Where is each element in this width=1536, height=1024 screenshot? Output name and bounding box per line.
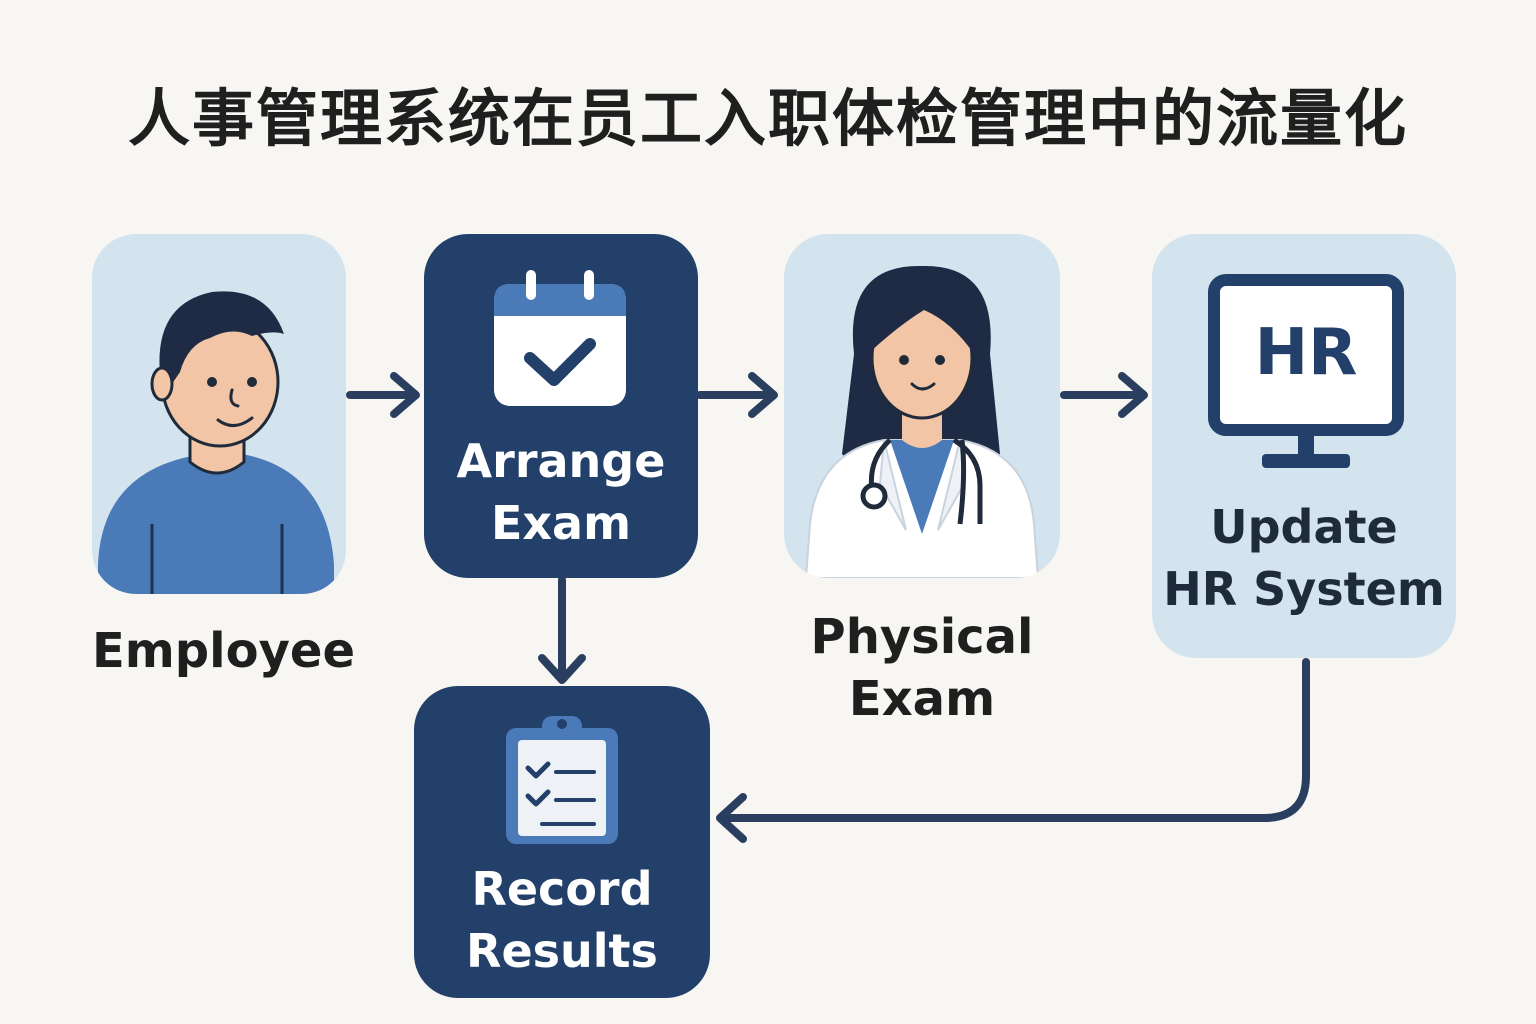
- diagram-title: 人事管理系统在员工入职体检管理中的流量化: [127, 82, 1408, 155]
- update-hr-card: HR Update HR System: [1152, 234, 1456, 658]
- update-hr-label: Update HR System: [1163, 500, 1445, 616]
- arrow-hr-to-record: [716, 658, 1310, 843]
- arrange-exam-card: Arrange Exam: [424, 234, 698, 578]
- physical-exam-label: Physical Exam: [810, 609, 1034, 727]
- calendar-check-icon: [494, 270, 626, 406]
- arrange-exam-label: Arrange Exam: [456, 434, 666, 550]
- doctor-icon: [804, 265, 1040, 578]
- clipboard-icon: [506, 716, 618, 844]
- employee-label: Employee: [92, 623, 355, 679]
- record-results-card: Record Results: [414, 686, 710, 998]
- monitor-screen-text: HR: [1254, 316, 1358, 390]
- physical-exam-card: [784, 234, 1060, 578]
- person-icon: [98, 291, 334, 594]
- arrow-employee-to-arrange: [346, 372, 420, 418]
- arrow-physical-to-hr: [1060, 372, 1148, 418]
- arrow-arrange-to-physical: [696, 372, 778, 418]
- employee-card: [92, 234, 346, 594]
- arrow-arrange-to-record: [538, 576, 586, 684]
- record-results-label: Record Results: [466, 862, 658, 978]
- monitor-icon: [1208, 274, 1404, 468]
